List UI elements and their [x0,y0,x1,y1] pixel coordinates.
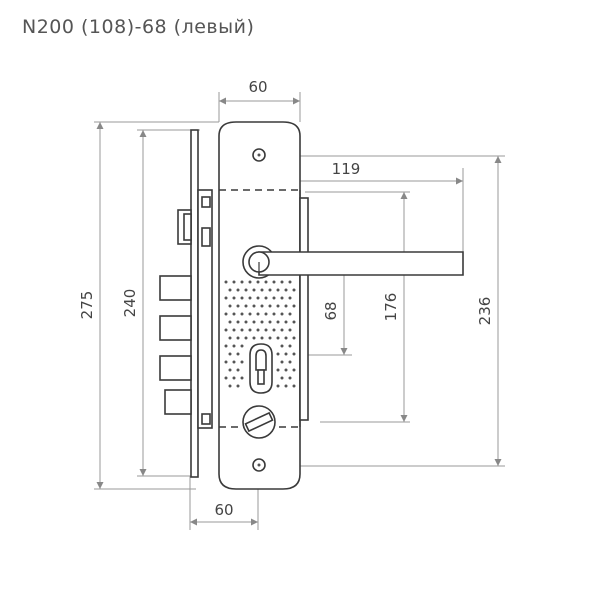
dim-bottom-width: 60 [214,501,233,519]
dim-handle-length: 119 [332,160,361,178]
dim-top-width: 60 [248,78,267,96]
handle [242,245,464,279]
decorative-perforation [224,280,296,388]
dim-total-height: 275 [78,291,96,320]
dim-plate-height: 236 [476,297,494,326]
dim-spindle-cylinder: 68 [322,301,340,320]
drawing-title: N200 (108)-68 (левый) [22,16,255,38]
dim-handle-bottom: 176 [382,293,400,322]
escutcheon-plate [218,121,309,490]
thumb-turn [242,405,276,439]
lock-case [159,129,213,478]
cylinder [249,343,273,394]
dim-lock-height: 240 [121,289,139,318]
dimension-lines [96,97,502,526]
